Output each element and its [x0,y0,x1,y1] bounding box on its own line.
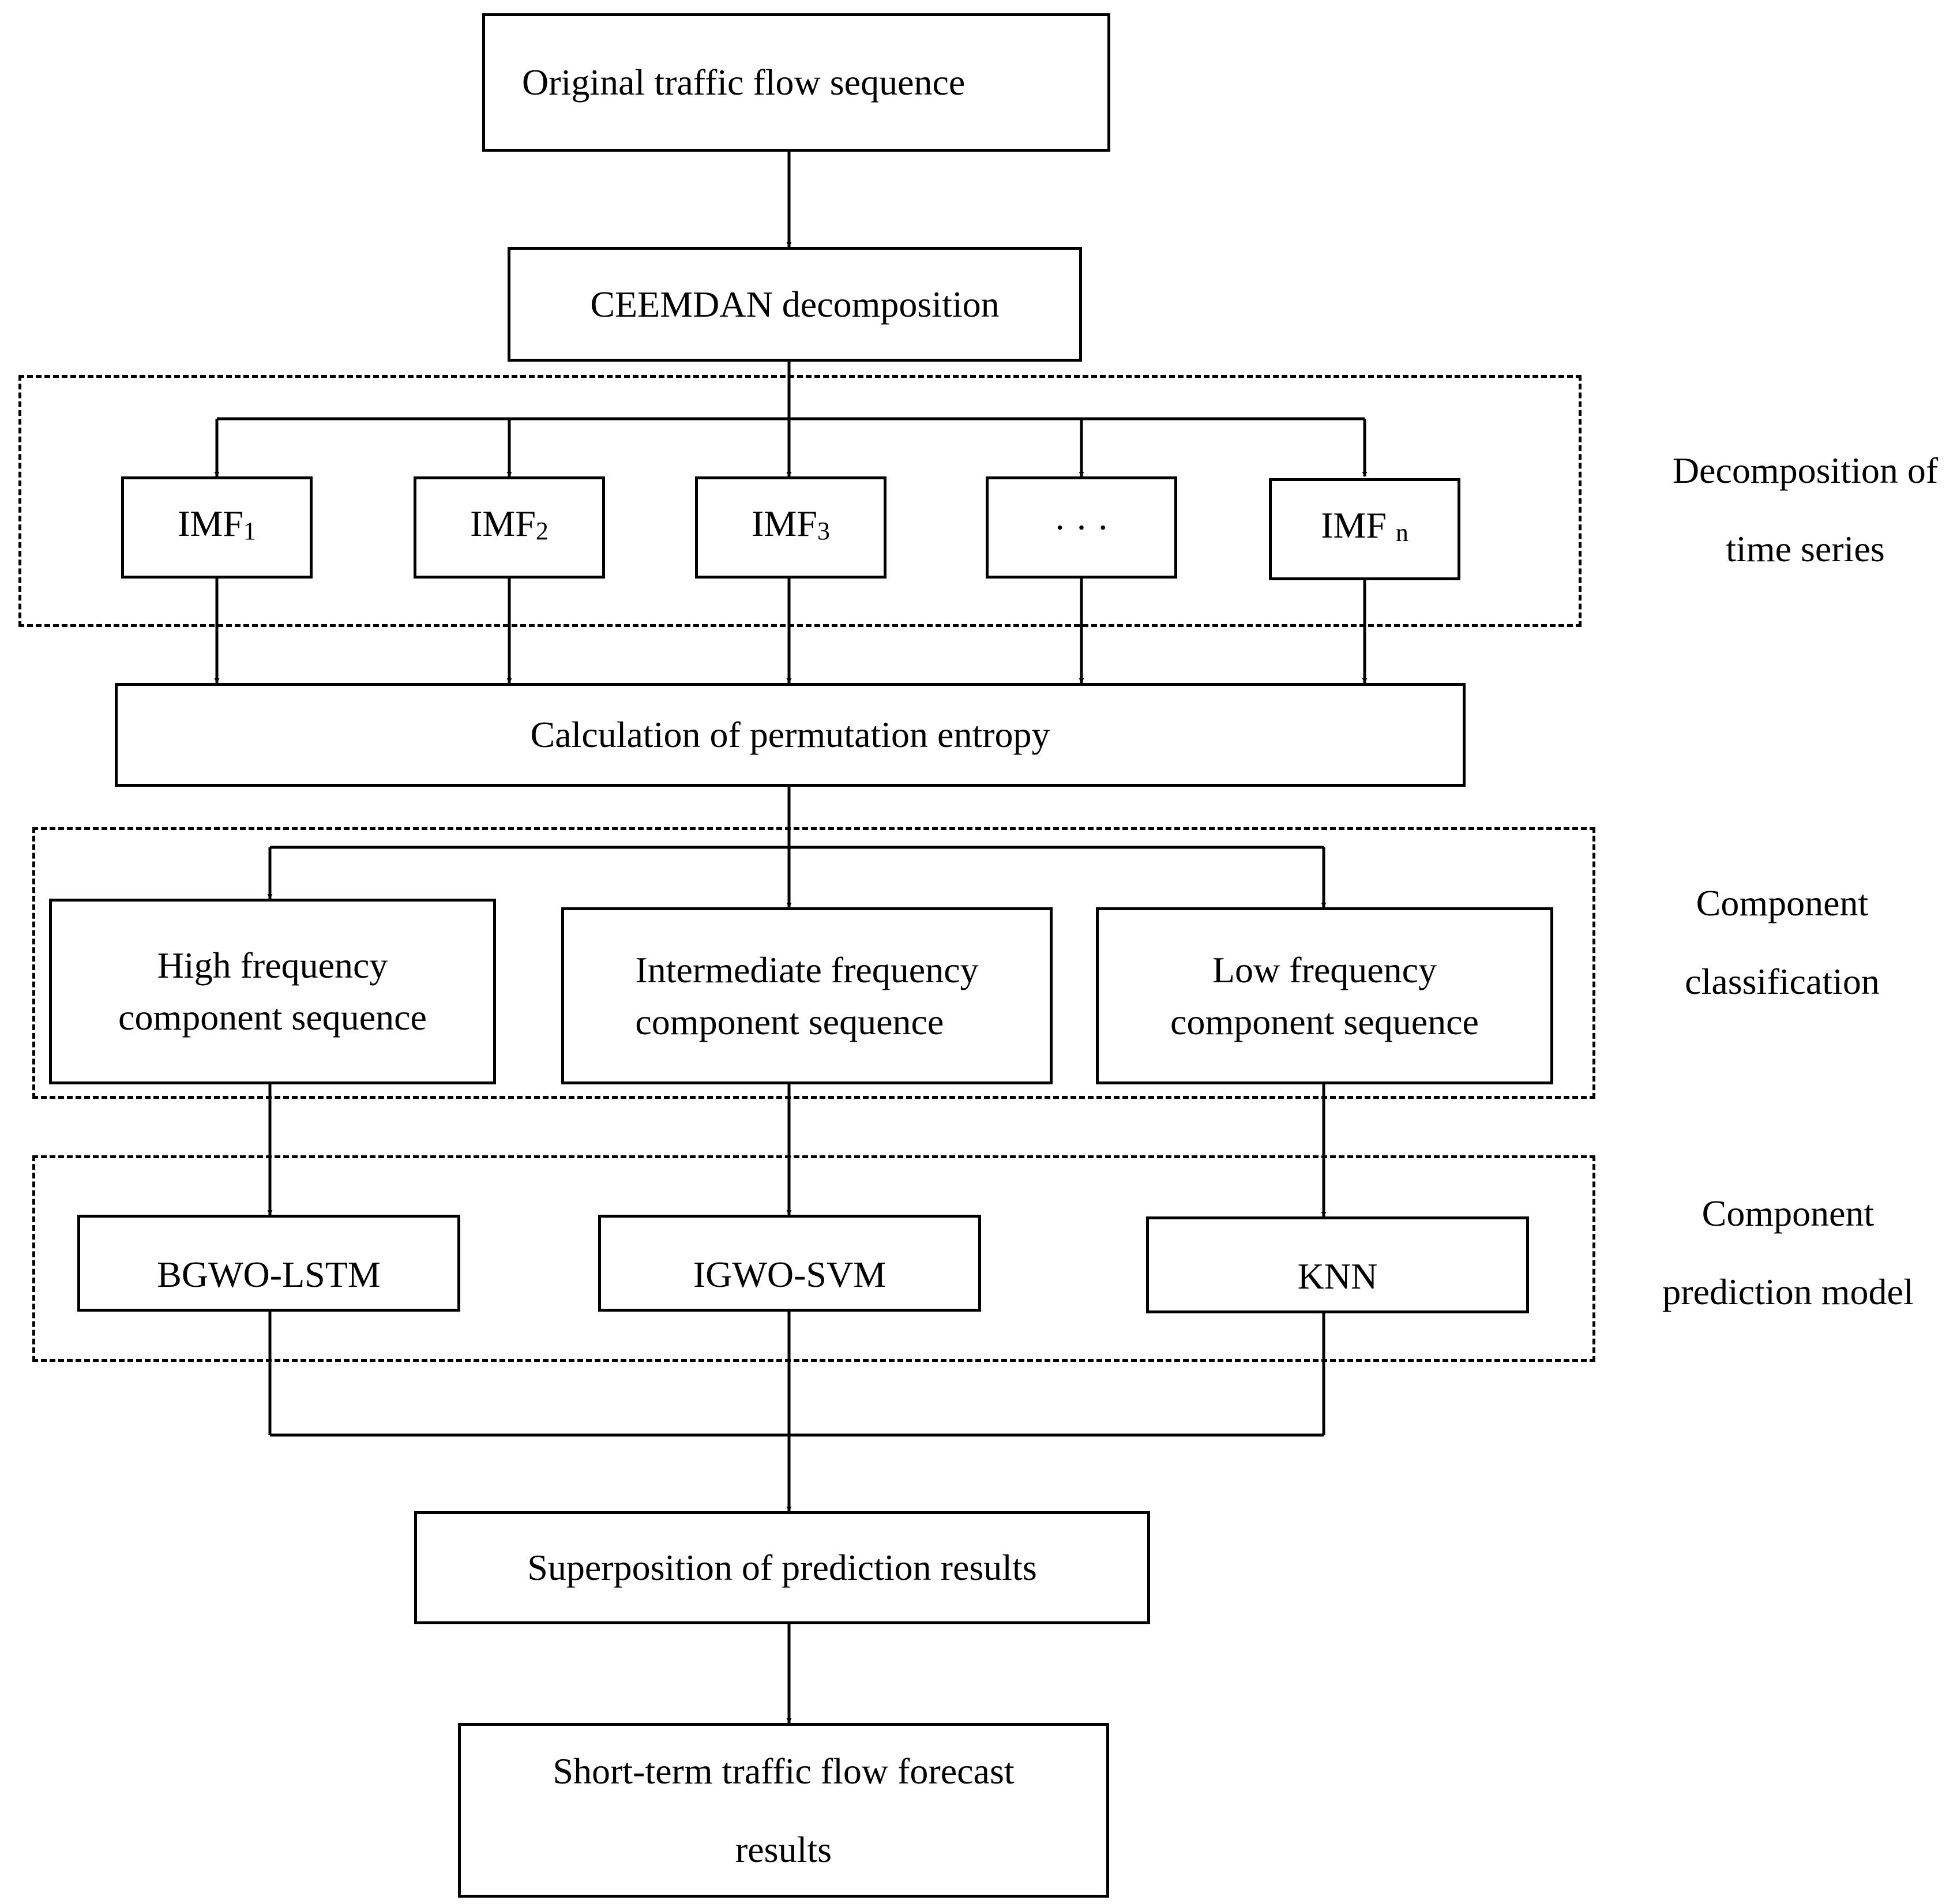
bgwo-lstm-box: BGWO-LSTM [77,1215,460,1312]
prediction-group-frame [32,1155,1595,1362]
imf1-label: IMF1 [178,503,256,545]
igwo-svm-label: IGWO-SVM [693,1254,887,1295]
imfn-box: IMF n [1269,478,1460,580]
bgwo-lstm-label: BGWO-LSTM [157,1254,381,1295]
permutation-entropy-label: Calculation of permutation entropy [530,714,1050,755]
classification-side-label: Component classification [1685,882,1880,1002]
classification-group-frame [32,827,1595,1099]
high-frequency-label: High frequency component sequence [118,945,427,1038]
imf3-box: IMF3 [695,476,887,579]
original-sequence-box: Original traffic flow sequence [482,13,1110,152]
imf-ellipsis-label: · · · [1054,506,1109,548]
decomposition-group-frame [18,375,1582,627]
superposition-box: Superposition of prediction results [414,1511,1150,1624]
knn-label: KNN [1297,1256,1378,1297]
intermediate-frequency-label: Intermediate frequency component sequenc… [635,949,979,1042]
superposition-label: Superposition of prediction results [527,1547,1037,1588]
low-frequency-box: Low frequency component sequence [1096,907,1553,1084]
permutation-entropy-box: Calculation of permutation entropy [115,683,1466,787]
imf2-box: IMF2 [414,476,605,579]
imfn-label: IMF n [1321,505,1408,547]
ceemdan-label: CEEMDAN decomposition [590,283,1000,325]
imf1-box: IMF1 [121,476,313,579]
high-frequency-box: High frequency component sequence [49,899,496,1084]
forecast-results-label: Short-term traffic flow forecast results [553,1750,1015,1870]
imf-ellipsis-box: · · · [986,476,1177,579]
igwo-svm-box: IGWO-SVM [598,1215,981,1312]
original-sequence-label: Original traffic flow sequence [522,62,966,103]
intermediate-frequency-box: Intermediate frequency component sequenc… [561,907,1053,1084]
decomposition-side-label: Decomposition of time series [1672,450,1939,569]
ceemdan-box: CEEMDAN decomposition [508,247,1082,362]
knn-box: KNN [1146,1216,1529,1313]
imf2-label: IMF2 [470,503,549,545]
forecast-results-box: Short-term traffic flow forecast results [458,1723,1109,1898]
prediction-side-label: Component prediction model [1662,1193,1914,1312]
low-frequency-label: Low frequency component sequence [1170,949,1479,1042]
imf3-label: IMF3 [752,503,830,545]
